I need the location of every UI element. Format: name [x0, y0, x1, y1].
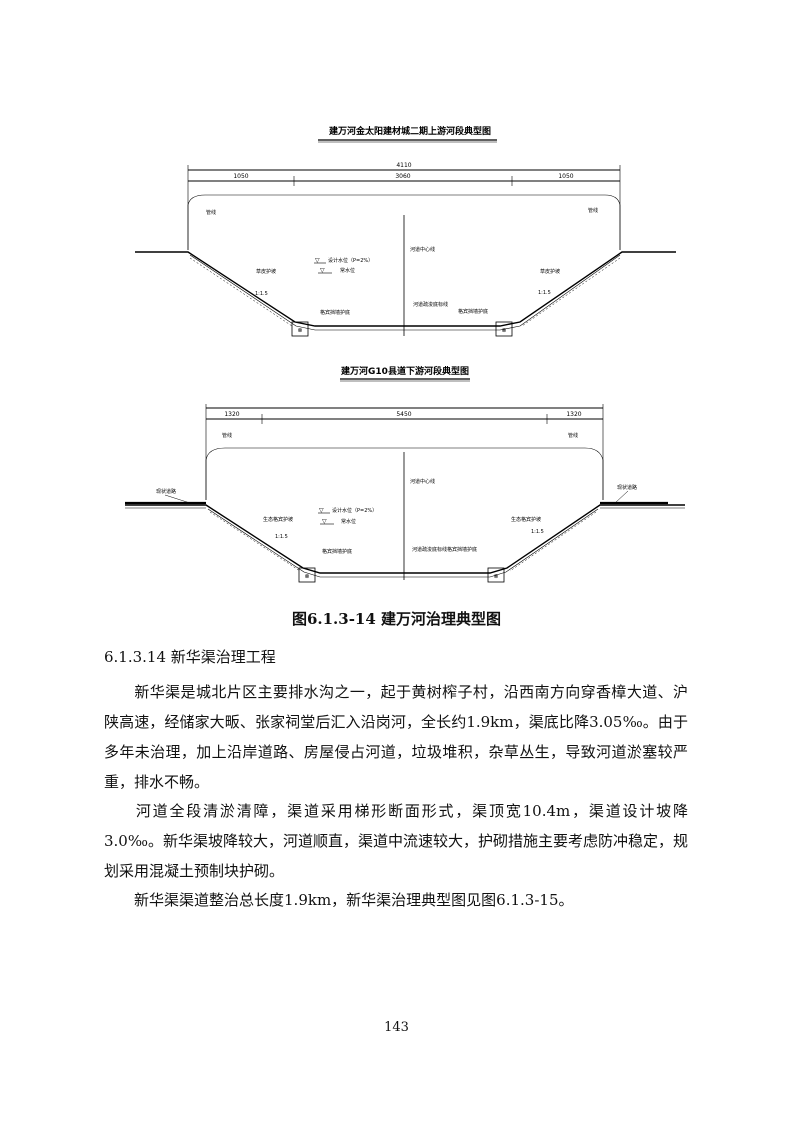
diagram-1-bottom-label: 河道疏浚底标线: [413, 301, 448, 308]
diagram-2-right-width: 1320: [566, 411, 581, 418]
diagram-1-mid-width: 3060: [395, 173, 410, 180]
svg-text:⊗: ⊗: [297, 327, 302, 334]
svg-text:⊗: ⊗: [304, 573, 309, 580]
svg-text:⊗: ⊗: [493, 573, 498, 580]
diagram-1-left-slope-label: 草皮护坡: [256, 268, 276, 275]
diagram-2-right-foot: 格宾挡墙护底: [447, 546, 477, 553]
diagram-1-right-pipe: 管线: [588, 207, 598, 214]
diagram-2-title: 建万河G10县道下游河段典型图: [341, 365, 469, 377]
paragraph-1-text: 新华渠是城北片区主要排水沟之一，起于黄树榨子村，沿西南方向穿香樟大道、沪陕高速，…: [104, 683, 688, 791]
diagram-1-right-foot: 格宾挡墙护底: [458, 308, 488, 315]
diagram-2-right-road: 现状道路: [617, 484, 637, 491]
diagram-1-centerline: 河道中心线: [410, 246, 435, 253]
paragraph-2: 河道全段清淤清障，渠道采用梯形断面形式，渠顶宽10.4m，渠道设计坡降3.0‰。…: [104, 796, 688, 886]
diagram-1-title: 建万河金太阳建材城二期上游河段典型图: [329, 125, 491, 137]
diagram-2: 建万河G10县道下游河段典型图 1320 5450 1320 管线 管线 现状道…: [125, 365, 685, 583]
figure-caption: 图6.1.3-14 建万河治理典型图: [291, 610, 502, 628]
diagram-2-left-pipe: 管线: [222, 432, 232, 439]
diagram-2-left-width: 1320: [224, 411, 239, 418]
page-number: 143: [384, 1020, 409, 1035]
svg-text:▽: ▽: [322, 518, 327, 525]
diagram-1-right-slope-label: 草皮护坡: [540, 268, 560, 275]
diagram-1-left-pipe: 管线: [206, 209, 216, 216]
svg-text:⊗: ⊗: [501, 327, 506, 334]
paragraph-3-text: 新华渠渠道整治总长度1.9km，新华渠治理典型图见图6.1.3-15。: [134, 891, 574, 909]
diagram-1-right-width: 1050: [558, 173, 573, 180]
paragraph-2-text: 河道全段清淤清障，渠道采用梯形断面形式，渠顶宽10.4m，渠道设计坡降3.0‰。…: [104, 802, 688, 880]
section-heading: 6.1.3.14 新华渠治理工程: [104, 648, 276, 666]
diagram-2-flood-level: 设计水位（P=2%）: [332, 507, 377, 514]
diagram-2-normal-level: 常水位: [341, 518, 356, 525]
diagram-1: 建万河金太阳建材城二期上游河段典型图 4110 1050 3060 1050 管…: [135, 125, 676, 337]
svg-text:▽: ▽: [320, 267, 325, 274]
svg-text:▽: ▽: [319, 507, 324, 514]
diagram-2-left-slope-ratio: 1:1.5: [275, 534, 288, 540]
paragraph-3: 新华渠渠道整治总长度1.9km，新华渠治理典型图见图6.1.3-15。: [104, 885, 688, 915]
diagram-1-flood-level: 设计水位（P=2%）: [328, 257, 373, 264]
diagram-2-bottom-label: 河道疏浚底标线: [412, 546, 447, 553]
diagram-1-left-slope-ratio: 1:1.5: [255, 291, 268, 297]
diagram-1-right-slope-ratio: 1:1.5: [538, 290, 551, 296]
diagram-1-left-foot: 格宾挡墙护底: [320, 309, 350, 316]
diagram-2-right-pipe: 管线: [568, 432, 578, 439]
diagram-2-right-slope-ratio: 1:1.5: [531, 529, 544, 535]
diagram-2-centerline: 河道中心线: [410, 478, 435, 485]
diagram-1-total-width: 4110: [396, 162, 411, 169]
diagram-2-left-slope-label: 生态格宾护坡: [263, 516, 293, 523]
diagram-2-mid-width: 5450: [396, 411, 411, 418]
diagram-2-right-slope-label: 生态格宾护坡: [511, 516, 541, 523]
diagram-2-left-foot: 格宾挡墙护底: [322, 548, 352, 555]
diagram-1-normal-level: 常水位: [340, 267, 355, 274]
paragraph-1: 新华渠是城北片区主要排水沟之一，起于黄树榨子村，沿西南方向穿香樟大道、沪陕高速，…: [104, 677, 688, 797]
diagram-1-left-width: 1050: [233, 173, 248, 180]
river-section-figure: 建万河金太阳建材城二期上游河段典型图 4110 1050 3060 1050 管…: [125, 125, 685, 583]
svg-text:▽: ▽: [315, 257, 320, 264]
diagram-2-left-road: 现状道路: [156, 488, 176, 495]
